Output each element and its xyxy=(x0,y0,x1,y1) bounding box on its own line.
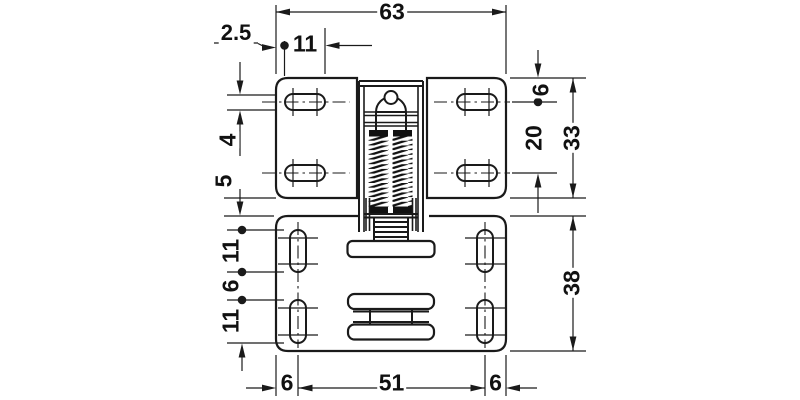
dim-label-upper-plate-height: 33 xyxy=(558,122,585,153)
dim-label-bottom-center-span: 51 xyxy=(376,369,407,396)
slotted-holes xyxy=(284,93,498,344)
dim-label-edge-offset: 2.5 xyxy=(218,20,254,45)
dim-label-top-slot-length: 11 xyxy=(290,30,320,57)
mechanism-foot xyxy=(346,218,436,259)
dim-label-lower-plate-height: 38 xyxy=(558,268,585,298)
roller-pin xyxy=(383,90,399,105)
dimension-dots xyxy=(237,41,543,305)
spring-mechanism xyxy=(358,80,424,232)
dim-label-lower-slot-gap: 6 xyxy=(217,277,244,295)
dimension-lines xyxy=(214,5,586,396)
arrowheads xyxy=(236,8,577,392)
center-lines xyxy=(262,88,510,348)
dim-label-bottom-margin-right: 6 xyxy=(487,369,504,396)
lower-plate xyxy=(274,214,508,353)
coil-springs xyxy=(368,130,413,213)
spool xyxy=(346,292,436,341)
dim-label-top-slot-width: 4 xyxy=(214,131,241,149)
dim-label-lower-slot-upper: 11 xyxy=(217,236,244,266)
dim-label-overall-width: 63 xyxy=(377,0,407,24)
dim-label-plate-gap: 5 xyxy=(210,172,237,190)
dim-label-slot-row-spacing: 20 xyxy=(520,122,547,153)
dim-label-right-edge-offset: 6 xyxy=(527,81,554,99)
dim-label-lower-slot-lower: 11 xyxy=(217,306,244,336)
dim-label-bottom-margin-left: 6 xyxy=(278,369,296,396)
